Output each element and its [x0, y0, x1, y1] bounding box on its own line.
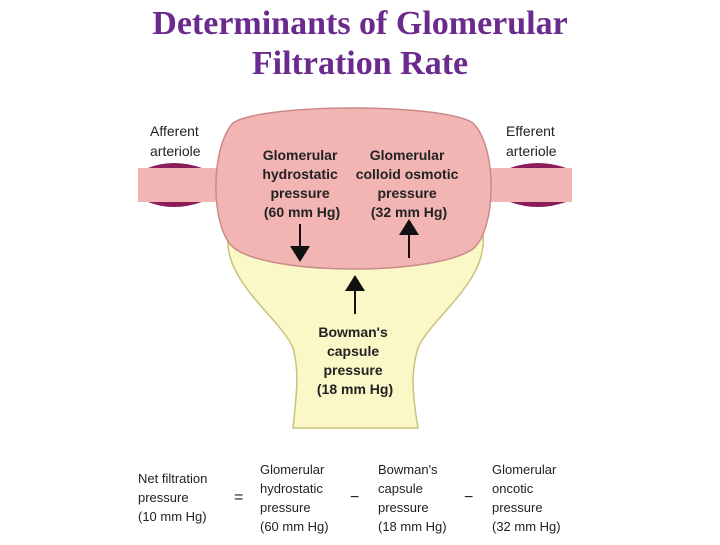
equation-term-glomerular-oncotic: Glomerular oncotic pressure (32 mm Hg) — [492, 462, 561, 534]
minus-sign-2: − — [464, 489, 473, 506]
glomerular-filtration-diagram: Afferent arteriole Efferent arteriole Gl… — [138, 98, 572, 540]
afferent-arteriole-label: Afferent arteriole — [150, 123, 203, 159]
net-filtration-equation: Net filtration pressure (10 mm Hg) = Glo… — [138, 462, 561, 534]
net-filtration-pressure-label: Net filtration pressure (10 mm Hg) — [138, 471, 211, 524]
equation-term-bowman-capsule: Bowman's capsule pressure (18 mm Hg) — [378, 462, 447, 534]
equation-term-glomerular-hydrostatic: Glomerular hydrostatic pressure (60 mm H… — [260, 462, 329, 534]
minus-sign-1: − — [350, 489, 359, 506]
efferent-arteriole-label: Efferent arteriole — [506, 123, 559, 159]
equals-sign: = — [234, 489, 243, 506]
slide-title-line-2: Filtration Rate — [251, 45, 469, 82]
glomerulus-shape — [215, 107, 492, 270]
bowman-capsule-shape — [226, 215, 485, 429]
diagram-svg: Afferent arteriole Efferent arteriole Gl… — [138, 107, 572, 534]
bowman-capsule-pressure-label: Bowman's capsule pressure (18 mm Hg) — [317, 324, 393, 397]
glomerular-hydrostatic-pressure-label: Glomerular hydrostatic pressure (60 mm H… — [262, 147, 341, 220]
glomerular-colloid-osmotic-pressure-label: Glomerular colloid osmotic pressure (32 … — [356, 147, 463, 220]
slide-title: Determinants of Glomerular Filtration Ra… — [0, 4, 720, 84]
slide-title-line-1: Determinants of Glomerular — [152, 5, 568, 42]
